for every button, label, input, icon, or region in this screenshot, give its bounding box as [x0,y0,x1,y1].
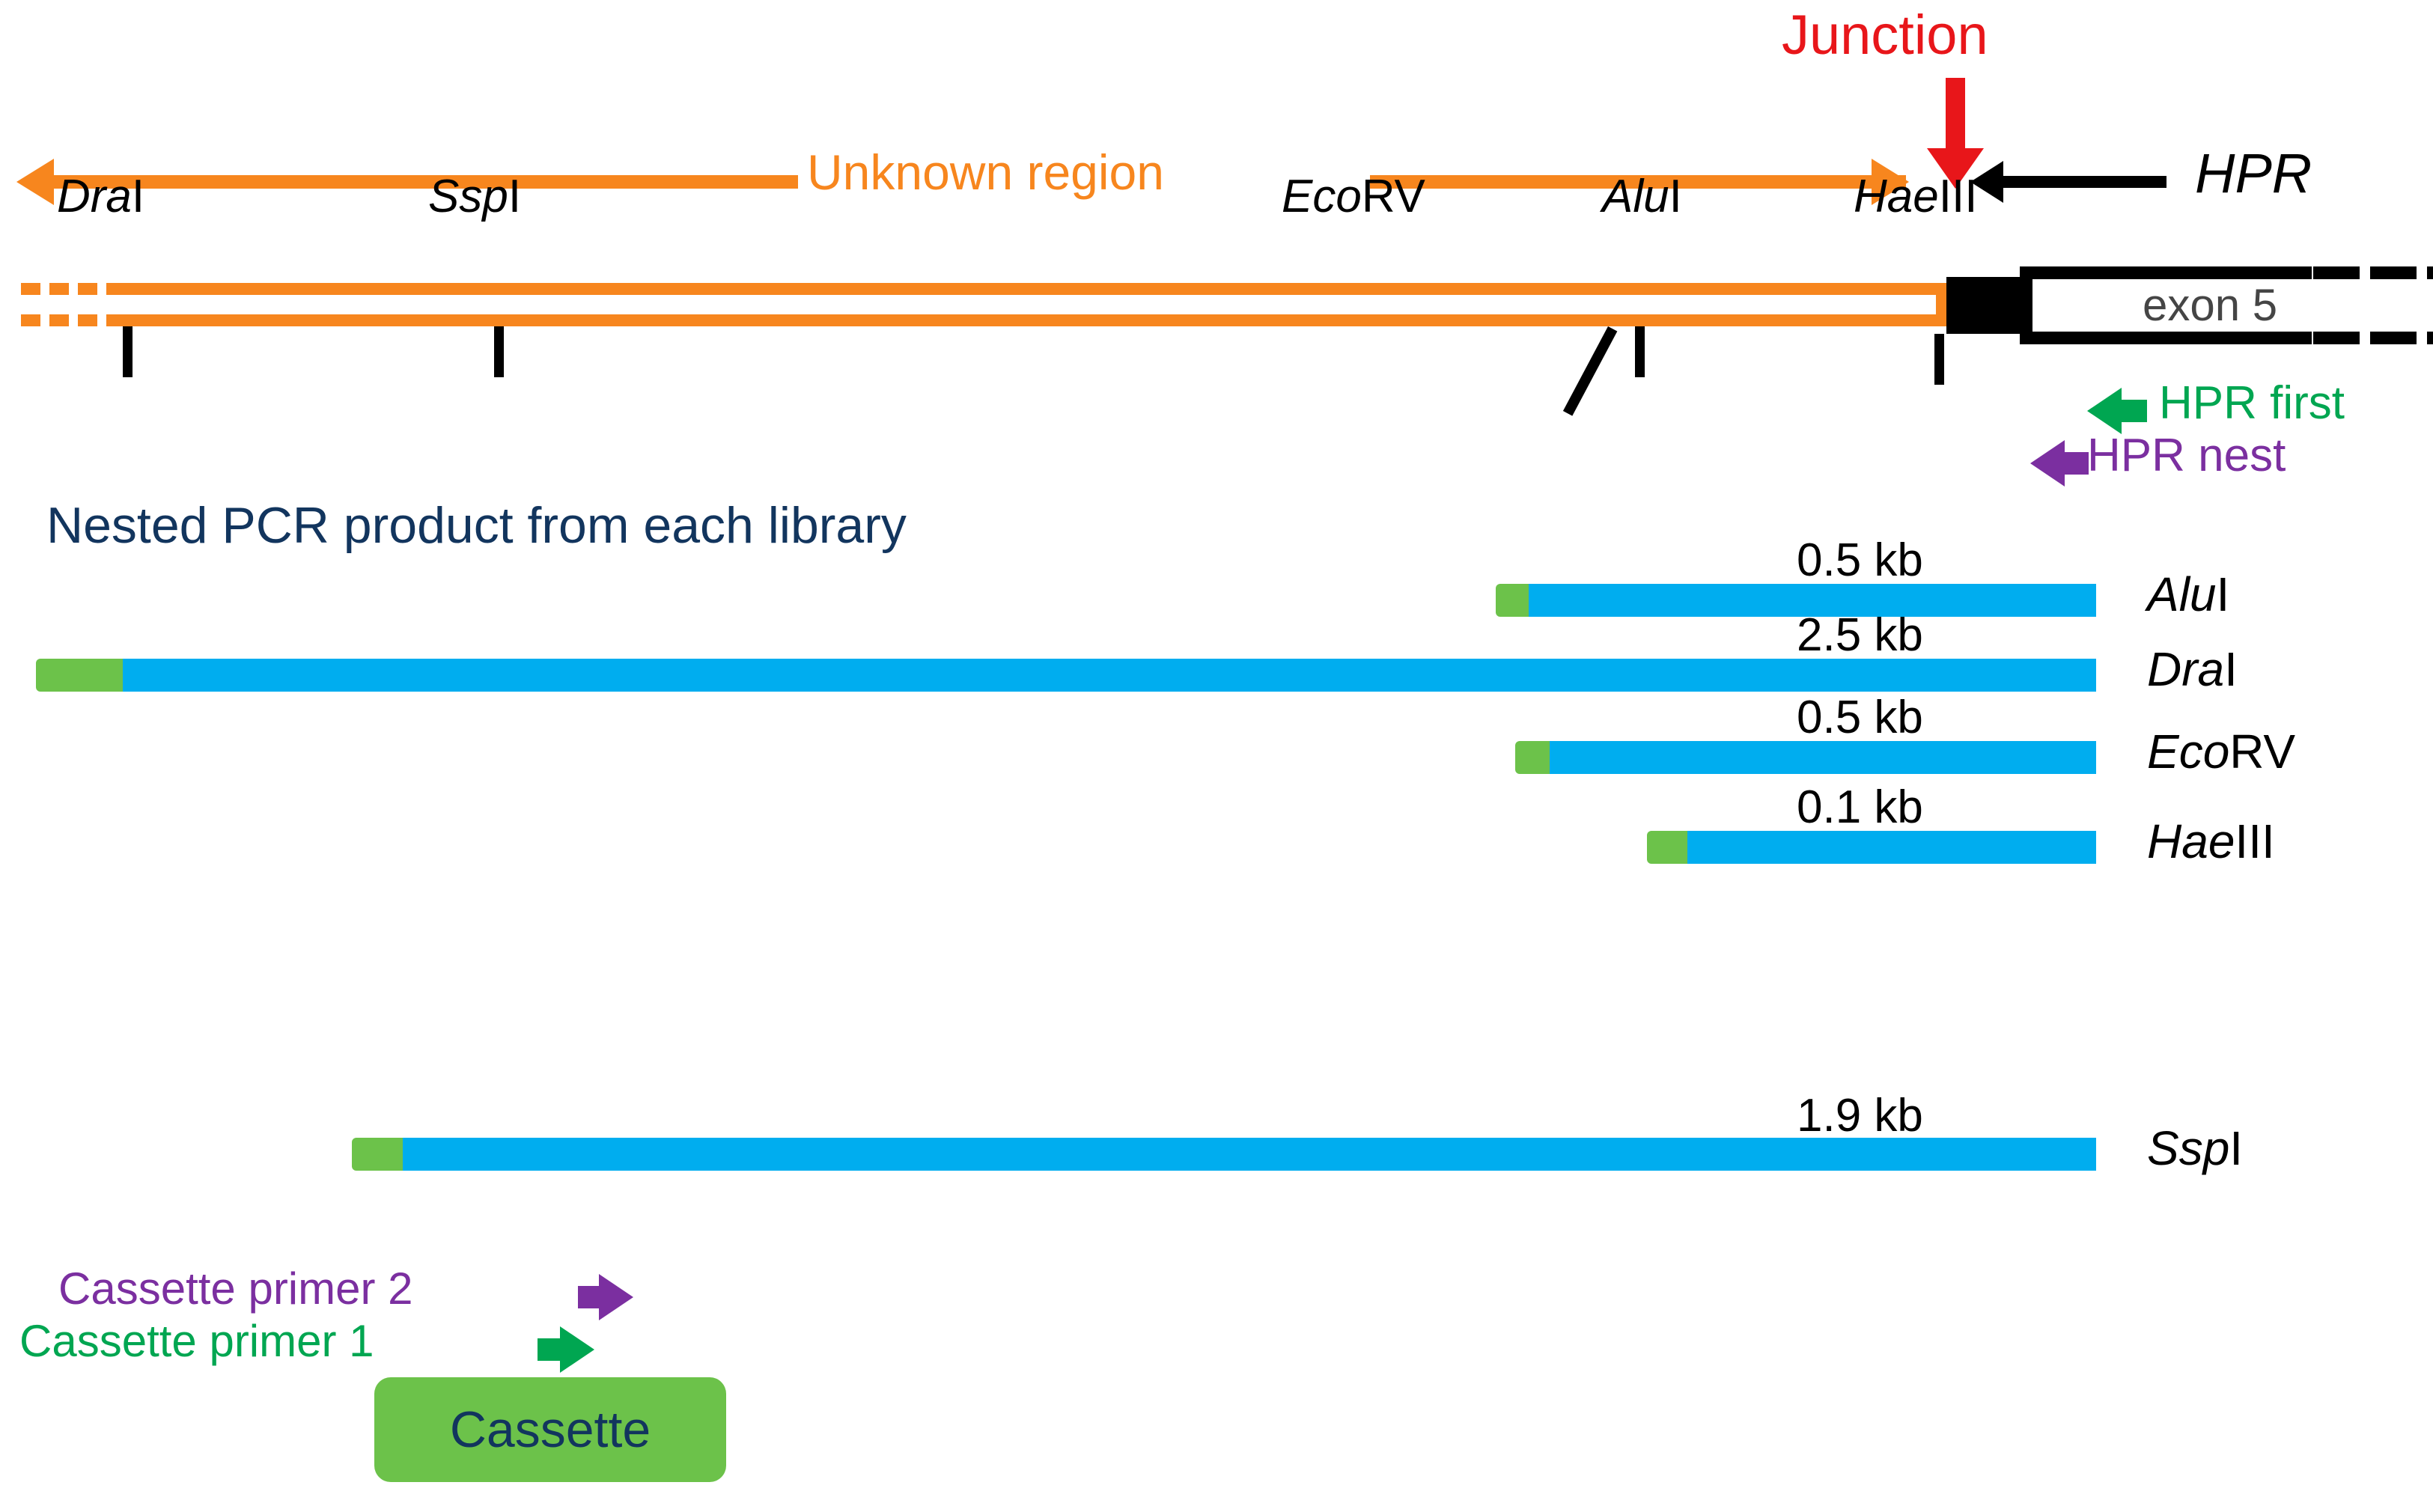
kb-label-ecorv: 0.5 kb [1797,692,1923,743]
row-label-dral-roman: I [2224,642,2238,696]
row-label-haeiii: HaeIII [2147,817,2275,865]
enzyme-label-ecorv: EcoRV [1282,174,1425,220]
tick-ecorv-leader [1562,326,1618,416]
enzyme-label-alui-roman: I [1669,171,1682,222]
cassette-primer-2-arrowhead-icon [599,1274,633,1320]
kb-label-sspi: 1.9 kb [1797,1090,1923,1141]
row-label-sspi: SspI [2147,1124,2243,1172]
exon-dash-top-2 [2370,266,2417,279]
exon-dash-top-1 [2313,266,2360,279]
hpr-first-label: HPR first [2159,377,2345,429]
hpr-nest-label: HPR nest [2087,430,2286,481]
row-label-ecorv: EcoRV [2147,728,2295,775]
enzyme-label-ecorv-italic: Eco [1282,171,1362,222]
enzyme-label-haeiii-italic: Hae [1854,171,1939,222]
enzyme-label-ecorv-roman: RV [1361,171,1425,222]
unknown-region-left-arrowhead-icon [16,159,54,205]
cassette-primer-1-arrow-shaft [538,1338,563,1361]
bar-cassette-dral [36,659,129,692]
enzyme-label-sspi-italic: Ssp [428,171,508,222]
hpr-first-arrowhead-icon [2087,388,2122,434]
bar-cassette-sspi [352,1138,409,1171]
orange-strand-bottom [106,314,1942,326]
unknown-region-label: Unknown region [807,144,1164,200]
junction-arrow-shaft [1946,78,1965,156]
exon-box [2020,266,2312,344]
exon-dash-bottom-2 [2370,332,2417,344]
row-label-alui: AluI [2147,570,2229,618]
kb-label-haeiii: 0.1 kb [1797,781,1923,833]
bar-product-sspi [403,1138,2096,1171]
hpr-first-arrow-shaft [2120,400,2147,422]
bar-cassette-haeiii [1647,831,1693,864]
orange-strand-top [106,283,1942,295]
kb-label-alui: 0.5 kb [1797,534,1923,586]
row-label-dral: DraI [2147,645,2238,693]
row-label-ecorv-italic: Eco [2147,725,2230,778]
cassette-box [374,1377,726,1482]
orange-dash-bottom-3 [78,314,97,326]
bar-product-dral [123,659,2096,692]
bar-product-ecorv [1550,741,2096,774]
cassette-primer-1-label: Cassette primer 1 [19,1316,374,1366]
bar-cassette-alui [1496,584,1533,617]
tick-alui [1635,326,1645,377]
row-label-haeiii-roman: III [2235,814,2275,868]
cassette-primer-1-arrowhead-icon [560,1326,594,1373]
exon-label: exon 5 [2143,280,2278,330]
enzyme-label-haeiii: HaeIII [1854,174,1977,220]
row-label-dral-italic: Dra [2147,642,2225,696]
enzyme-label-dral-italic: Dra [57,171,132,222]
tick-haeiii [1934,334,1944,385]
nested-pcr-heading: Nested PCR product from each library [46,497,907,554]
orange-dash-bottom-1 [21,314,40,326]
enzyme-label-alui: AluI [1602,174,1682,220]
tick-dral [123,326,133,377]
unknown-region-shaft-right [1370,175,1906,189]
unknown-region-shaft-left [49,175,798,189]
orange-dash-top-3 [78,283,97,295]
junction-label: Junction [1782,4,1988,66]
bar-product-alui [1529,584,2096,617]
junction-black-block [1946,277,2021,334]
enzyme-label-haeiii-roman: III [1938,171,1978,222]
hpr-nest-arrowhead-icon [2030,440,2065,487]
enzyme-label-sspi: SspI [428,174,521,220]
enzyme-label-sspi-roman: I [508,171,522,222]
unknown-region-right-arrowhead-icon [1872,159,1909,205]
row-label-alui-italic: Alu [2147,567,2217,621]
hpr-label: HPR [2195,142,2312,204]
kb-label-dral: 2.5 kb [1797,609,1923,661]
orange-dash-top-2 [49,283,69,295]
orange-dash-bottom-2 [49,314,69,326]
bar-cassette-ecorv [1515,741,1556,774]
row-label-ecorv-roman: RV [2229,725,2296,778]
bar-product-haeiii [1687,831,2096,864]
row-label-alui-roman: I [2216,567,2230,621]
cassette-primer-2-arrow-shaft [578,1286,602,1308]
hpr-arrow-shaft [2000,176,2166,188]
enzyme-label-dral-roman: I [131,171,145,222]
cassette-primer-2-label: Cassette primer 2 [58,1263,413,1314]
enzyme-label-alui-italic: Alu [1602,171,1669,222]
cassette-label: Cassette [449,1401,651,1458]
hpr-nest-arrow-shaft [2063,452,2089,475]
exon-dash-bottom-1 [2313,332,2360,344]
tick-sspi [494,326,504,377]
exon-dash-bottom-3 [2427,332,2433,344]
row-label-sspi-italic: Ssp [2147,1121,2230,1175]
enzyme-label-dral: DraI [57,174,144,220]
hpr-arrowhead-icon [1970,161,2003,203]
orange-strand-right-cap [1936,283,1948,326]
row-label-haeiii-italic: Hae [2147,814,2235,868]
exon-dash-top-3 [2427,266,2433,279]
row-label-sspi-roman: I [2229,1121,2244,1175]
orange-dash-top-1 [21,283,40,295]
